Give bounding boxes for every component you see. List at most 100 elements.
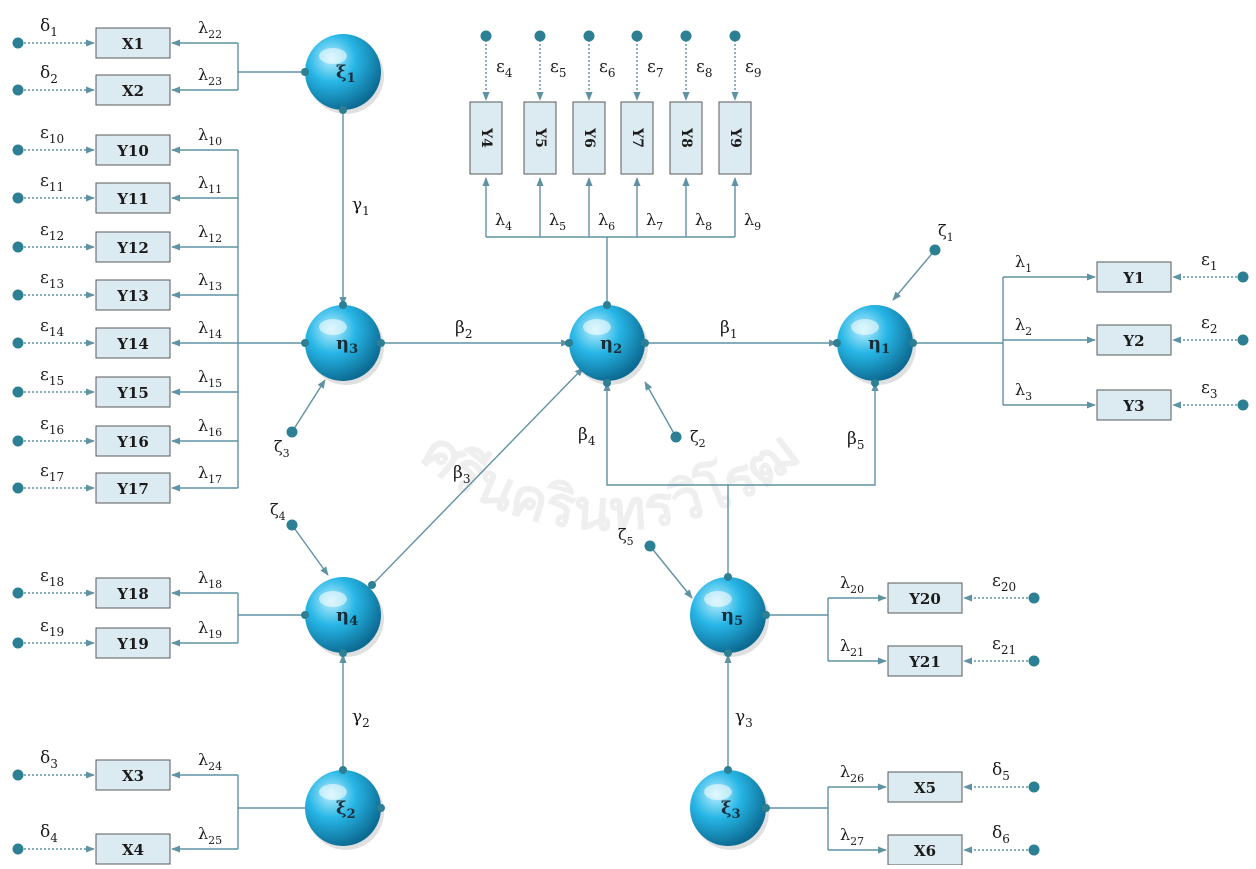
error-label-Y19: ε19 <box>40 616 64 639</box>
error-label-Y11: ε11 <box>40 171 64 194</box>
loading-label-Y15: λ15 <box>198 367 222 390</box>
disturbance-label-eta1: ζ1 <box>938 221 954 244</box>
error-label-Y5: ε5 <box>550 57 566 80</box>
disturbance-label-eta5: ζ5 <box>618 525 634 548</box>
latent-node-xi3: ξ3 <box>690 770 769 850</box>
node-anchor <box>909 339 917 347</box>
node-anchor <box>762 611 770 619</box>
indicator-box-Y13 <box>95 279 171 311</box>
latent-label-xi1: ξ1 <box>336 62 356 86</box>
indicator-box-Y10 <box>95 134 171 166</box>
node-anchor <box>565 339 573 347</box>
error-dot-Y13 <box>12 289 24 301</box>
indicator-label-Y21: Y21 <box>908 653 941 671</box>
indicator-box-Y16 <box>95 425 171 457</box>
indicator-box-Y5 <box>523 101 557 175</box>
loading-label-Y5: λ5 <box>549 210 566 233</box>
path-label-eta5-to-eta2: β4 <box>578 425 596 448</box>
disturbance-dot-eta5 <box>644 540 656 552</box>
loading-label-X4: λ25 <box>198 824 222 847</box>
indicator-box-X3 <box>95 759 171 791</box>
disturbance-label-eta2: ζ2 <box>690 427 706 450</box>
disturbance-arrow-eta4 <box>291 524 329 576</box>
parameter-labels: λ22δ1λ23δ2λ10ε10λ11ε11λ12ε12λ13ε13λ14ε14… <box>40 16 1217 848</box>
indicator-box-Y4 <box>469 101 503 175</box>
error-label-X6: δ6 <box>992 823 1010 846</box>
loading-label-Y10: λ10 <box>198 125 222 148</box>
loading-label-Y6: λ6 <box>598 210 615 233</box>
indicator-box-Y3 <box>1096 389 1172 421</box>
error-dot-X1 <box>12 37 24 49</box>
node-anchor <box>339 766 347 774</box>
indicator-label-Y11: Y11 <box>116 190 149 208</box>
error-label-Y17: ε17 <box>40 461 64 484</box>
error-dot-Y20 <box>1028 592 1040 604</box>
error-dot-Y4 <box>480 30 492 42</box>
indicator-label-Y8: Y8 <box>678 127 694 148</box>
indicator-label-Y17: Y17 <box>116 480 149 498</box>
indicator-label-Y1: Y1 <box>1122 269 1144 287</box>
error-dot-X6 <box>1028 844 1040 856</box>
error-label-X3: δ3 <box>40 748 58 771</box>
latent-node-xi2: ξ2 <box>305 770 384 850</box>
indicator-box-Y1 <box>1096 261 1172 293</box>
error-dot-Y12 <box>12 241 24 253</box>
indicator-label-X3: X3 <box>122 767 144 785</box>
error-label-Y20: ε20 <box>992 571 1016 594</box>
error-label-X5: δ5 <box>992 760 1010 783</box>
node-anchor <box>762 804 770 812</box>
disturbance-arrow-eta1 <box>892 249 936 301</box>
indicator-box-Y17 <box>95 472 171 504</box>
node-anchor <box>368 581 376 589</box>
loading-label-Y3: λ3 <box>1015 380 1032 403</box>
error-dot-X5 <box>1028 781 1040 793</box>
connector-lines <box>20 36 1241 854</box>
disturbance-dot-eta2 <box>670 431 682 443</box>
latent-node-eta1: η1 <box>837 305 916 385</box>
node-anchor <box>301 611 309 619</box>
error-label-Y14: ε14 <box>40 316 64 339</box>
path-label-xi1-to-eta3: γ1 <box>352 195 370 218</box>
node-anchor <box>301 68 309 76</box>
latent-label-eta1: η1 <box>868 333 890 357</box>
loading-label-X5: λ26 <box>840 762 864 785</box>
indicator-label-X6: X6 <box>914 842 936 860</box>
indicator-label-Y9: Y9 <box>727 127 743 148</box>
error-dot-Y7 <box>631 30 643 42</box>
path-eta5-to-eta1 <box>728 382 879 486</box>
error-dot-X4 <box>12 843 24 855</box>
latent-label-xi2: ξ2 <box>336 798 356 822</box>
disturbance-arrow-eta3 <box>291 379 326 433</box>
indicator-box-X5 <box>887 771 963 803</box>
indicator-box-Y19 <box>95 627 171 659</box>
error-label-Y21: ε21 <box>992 634 1016 657</box>
error-label-Y9: ε9 <box>745 57 761 80</box>
node-anchor <box>377 804 385 812</box>
loading-label-Y4: λ4 <box>495 210 512 233</box>
indicator-label-Y2: Y2 <box>1122 332 1144 350</box>
indicator-label-Y19: Y19 <box>116 635 149 653</box>
error-dot-Y11 <box>12 192 24 204</box>
latent-node-xi1: ξ1 <box>305 34 384 114</box>
path-eta4-to-eta2 <box>371 367 584 586</box>
indicator-box-Y14 <box>95 327 171 359</box>
error-label-Y10: ε10 <box>40 123 64 146</box>
indicator-box-Y2 <box>1096 324 1172 356</box>
path-label-eta3-to-eta2: β2 <box>455 318 472 341</box>
error-label-Y13: ε13 <box>40 268 64 291</box>
indicator-label-X2: X2 <box>122 82 144 100</box>
latent-node-eta2: η2 <box>569 305 648 385</box>
indicator-box-Y8 <box>669 101 703 175</box>
loading-label-Y7: λ7 <box>646 210 663 233</box>
loading-label-X2: λ23 <box>198 65 222 88</box>
error-dot-Y16 <box>12 435 24 447</box>
error-label-Y12: ε12 <box>40 220 64 243</box>
loading-label-Y17: λ17 <box>198 463 222 486</box>
node-anchor <box>603 301 611 309</box>
node-anchor <box>641 339 649 347</box>
error-label-Y18: ε18 <box>40 566 64 589</box>
error-dot-Y5 <box>534 30 546 42</box>
error-dot-Y14 <box>12 337 24 349</box>
indicator-label-Y16: Y16 <box>116 433 149 451</box>
